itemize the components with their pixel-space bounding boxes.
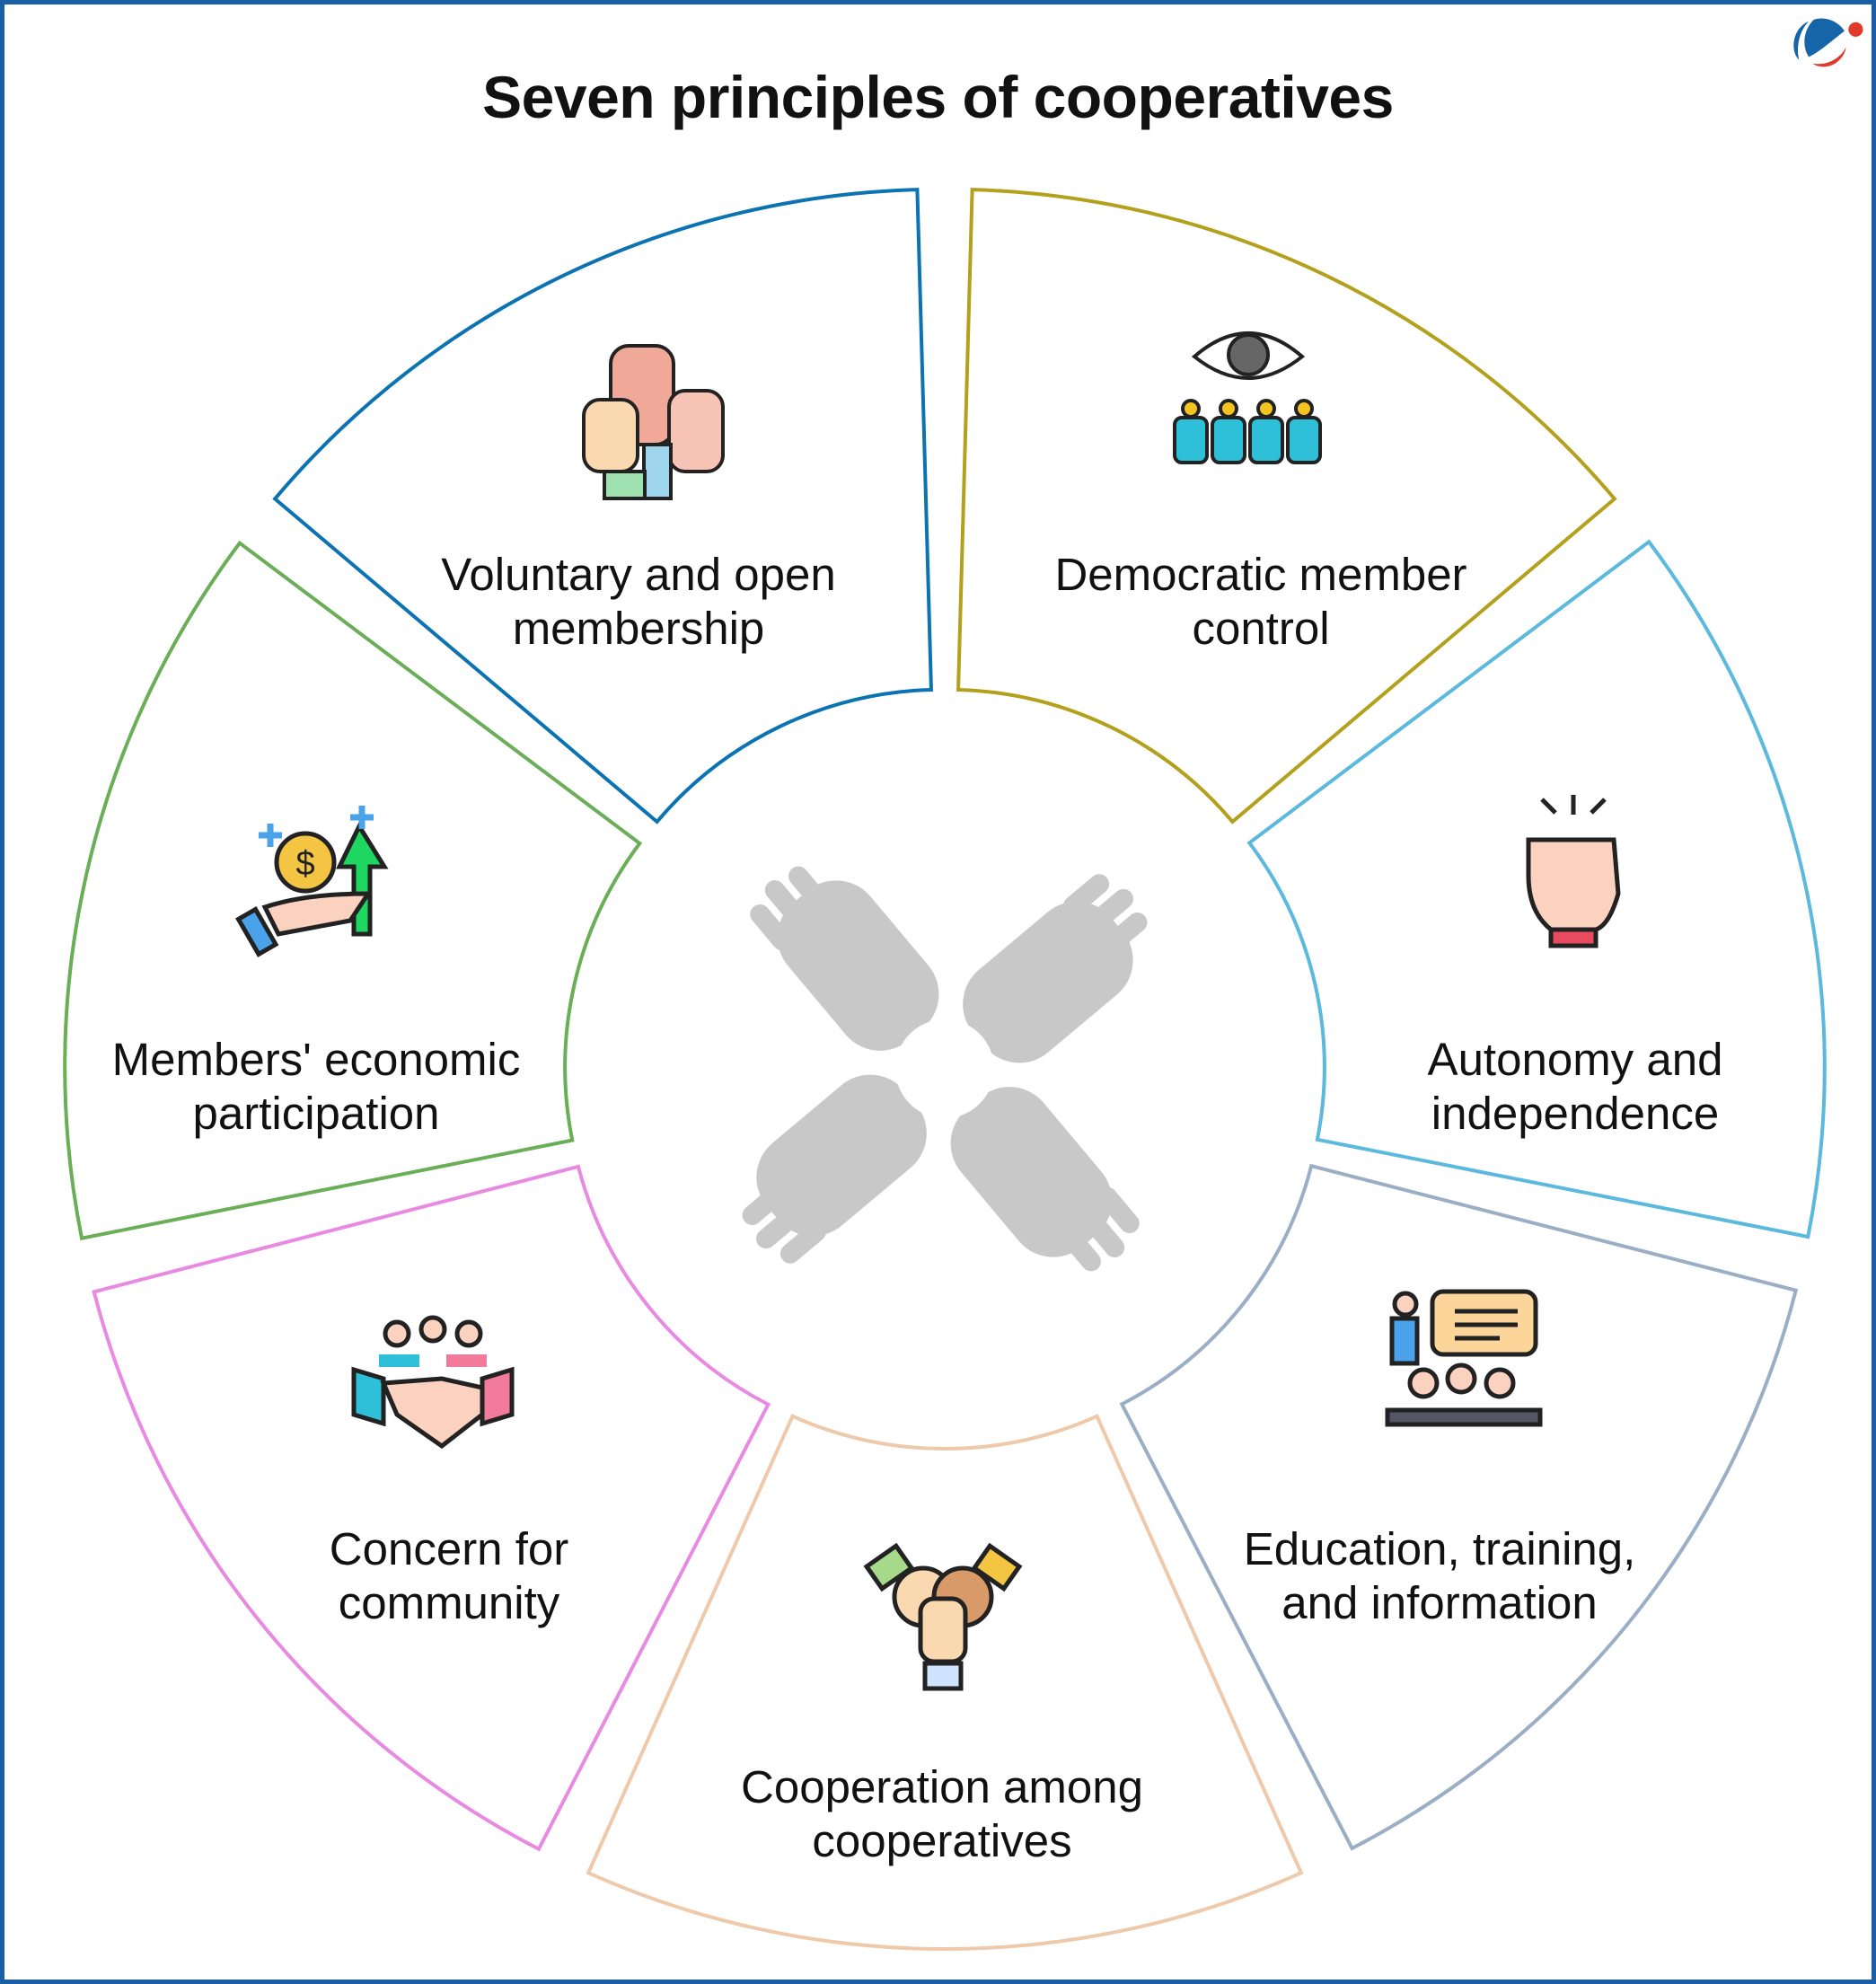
label-line: Concern for: [329, 1523, 569, 1574]
label-line: participation: [192, 1088, 440, 1139]
page-title: Seven principles of cooperatives: [482, 64, 1394, 130]
brand-logo-icon: [1793, 18, 1863, 67]
label-line: community: [338, 1577, 560, 1628]
label-line: Autonomy and: [1427, 1034, 1723, 1085]
label-education: Education, training,and information: [1188, 1522, 1691, 1630]
segment-education: [1119, 1163, 1799, 1851]
money-growth-icon: $: [235, 806, 389, 957]
label-line: independence: [1431, 1088, 1720, 1139]
svg-text:$: $: [295, 845, 314, 883]
eye-over-people-icon: [1173, 331, 1322, 464]
label-line: membership: [512, 603, 765, 654]
label-line: Democratic member: [1054, 549, 1467, 600]
segment-concern: [92, 1164, 771, 1852]
label-line: cooperatives: [812, 1815, 1072, 1866]
label-line: and information: [1281, 1577, 1598, 1628]
presentation-icon: [1385, 1289, 1543, 1427]
label-line: control: [1192, 603, 1330, 654]
segment-voluntary: [272, 188, 933, 824]
handshake-icon: [351, 1315, 515, 1450]
label-line: Education, training,: [1243, 1523, 1636, 1574]
joined-hands-icon: [742, 866, 1148, 1272]
label-line: Members' economic: [111, 1034, 521, 1085]
stacked-hands-icon: [863, 1542, 1023, 1691]
label-line: Voluntary and open: [441, 549, 836, 600]
segment-democratic: [956, 188, 1617, 824]
label-line: Cooperation among: [741, 1761, 1143, 1812]
raised-fist-icon: [1526, 795, 1621, 948]
raised-hands-icon: [582, 344, 725, 500]
